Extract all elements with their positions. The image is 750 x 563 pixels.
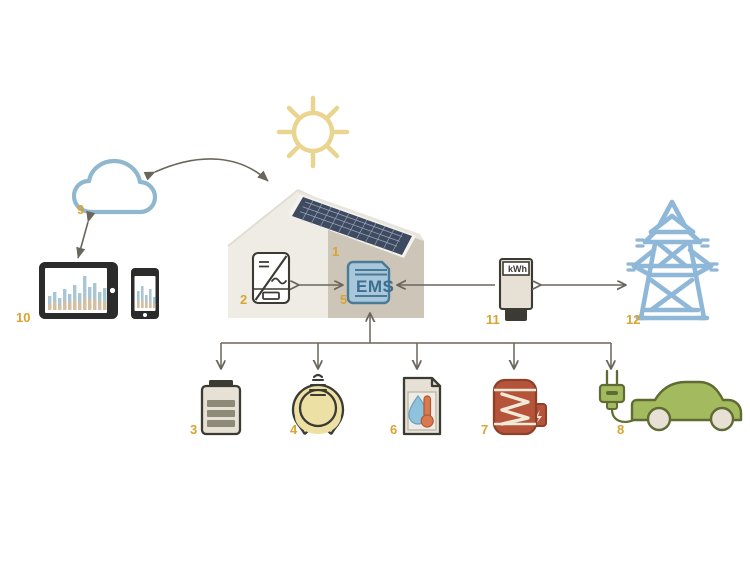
phone-icon [131, 268, 159, 319]
sun-icon [276, 95, 350, 169]
label-6: 6 [390, 422, 397, 437]
tablet-chart [48, 276, 107, 310]
pylon-icon [631, 199, 714, 321]
label-1: 1 [332, 244, 339, 259]
solar-panel-icon [288, 194, 416, 258]
load-distribution-bus [221, 313, 611, 369]
label-2: 2 [240, 292, 247, 307]
label-10: 10 [16, 310, 30, 325]
arrow-cloud-house [143, 158, 269, 182]
inverter-icon [251, 251, 291, 305]
label-3: 3 [190, 422, 197, 437]
boiler-icon [492, 378, 547, 436]
label-5: 5 [340, 292, 347, 307]
ems-label: EMS [356, 277, 394, 296]
label-7: 7 [481, 422, 488, 437]
label-12: 12 [626, 312, 640, 327]
lightbulb-icon [291, 373, 345, 435]
tablet-icon [39, 262, 118, 319]
meter-icon: kWh [498, 257, 534, 321]
arrow-cloud-tablet [76, 210, 96, 259]
label-8: 8 [617, 422, 624, 437]
thermometer-icon [420, 395, 434, 428]
car-icon [630, 380, 743, 432]
meter-label: kWh [508, 264, 527, 274]
ems-box-icon: EMS [346, 260, 394, 305]
label-11: 11 [486, 312, 500, 327]
label-4: 4 [290, 422, 298, 437]
water-heater-icon [402, 376, 442, 436]
cloud-icon [71, 158, 158, 215]
battery-icon [200, 380, 242, 436]
pylon-insulators [626, 238, 719, 272]
label-9: 9 [77, 202, 84, 217]
